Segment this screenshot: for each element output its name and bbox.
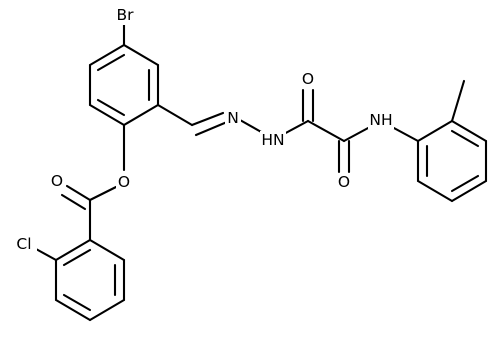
bond-ring3-c4-c5 bbox=[450, 179, 488, 203]
bond-carbonyl2-nh bbox=[342, 125, 372, 143]
bond-ring1-c4-c5 bbox=[88, 103, 126, 127]
bond-ring3-c5-c6 bbox=[416, 179, 454, 203]
atom-oxalyl-oxygen-lower: O bbox=[336, 173, 352, 191]
bonds bbox=[34, 23, 488, 322]
bond-n-nh bbox=[238, 118, 265, 135]
atom-oxalyl-oxygen-upper: O bbox=[300, 70, 316, 88]
atom-chlorine: Cl bbox=[11, 235, 37, 253]
atom-label-hn: HN bbox=[261, 131, 284, 149]
atom-amide-nh: NH bbox=[368, 111, 394, 129]
bond-ester-co-a bbox=[65, 184, 92, 202]
bond-ring3-c4-c5-inner bbox=[450, 174, 480, 193]
bond-ester-co-b bbox=[60, 193, 87, 211]
bond-ring1-ch bbox=[156, 103, 194, 127]
bond-ch-n-double-a bbox=[190, 111, 225, 127]
bond-nh-carbonyl1 bbox=[280, 119, 310, 137]
bond-carbonyl1-carbonyl2 bbox=[306, 119, 346, 143]
atom-carbonyl-oxygen-ester: O bbox=[49, 172, 65, 190]
bond-ring2-c4-c5-inner bbox=[62, 293, 92, 312]
atom-label-ester-o: O bbox=[118, 173, 130, 191]
atom-label-amide-nh: NH bbox=[369, 111, 392, 129]
bond-ring2-c6-c1-inner bbox=[62, 248, 92, 267]
bond-ring2-c4-c5 bbox=[54, 298, 92, 322]
bond-ring1-c3-c4 bbox=[122, 103, 160, 127]
bond-ring2-c3-c4 bbox=[88, 298, 126, 322]
bond-ring1-c1-c2 bbox=[122, 43, 160, 67]
atom-bromine: Br bbox=[111, 6, 139, 25]
bond-c-cl bbox=[34, 247, 58, 262]
bond-o-carbonyl-ester bbox=[88, 185, 118, 202]
bond-ring2-c6-c1 bbox=[54, 238, 92, 262]
atom-hydrazide-nh: HN bbox=[260, 131, 286, 149]
bond-ring2-c1-c2 bbox=[88, 238, 126, 262]
atom-labels: Br O O Cl N HN O O bbox=[11, 6, 394, 253]
bond-ring3-c1-c2 bbox=[416, 119, 454, 143]
atom-label-imine-n: N bbox=[227, 109, 239, 127]
bond-ring1-c6-c1 bbox=[88, 43, 126, 67]
atom-label-oxalyl-o-lower: O bbox=[338, 173, 350, 191]
bond-ring3-c2-c3-inner bbox=[450, 129, 480, 148]
bond-ring1-c6-c1-inner bbox=[96, 53, 126, 72]
atom-label-br: Br bbox=[116, 6, 134, 24]
atom-ester-oxygen: O bbox=[116, 173, 132, 191]
bond-nh-ring3 bbox=[390, 125, 420, 143]
bond-ring1-c4-c5-inner bbox=[96, 98, 126, 117]
bond-ring3-c2-c3 bbox=[450, 119, 488, 143]
atom-label-ester-carbonyl-o: O bbox=[51, 172, 63, 190]
atom-label-oxalyl-o-upper: O bbox=[302, 70, 314, 88]
atom-label-cl: Cl bbox=[16, 235, 31, 253]
bond-ch-n-double-b bbox=[194, 120, 229, 137]
bond-ring3-methyl bbox=[450, 79, 466, 123]
atom-imine-nitrogen: N bbox=[225, 109, 241, 127]
